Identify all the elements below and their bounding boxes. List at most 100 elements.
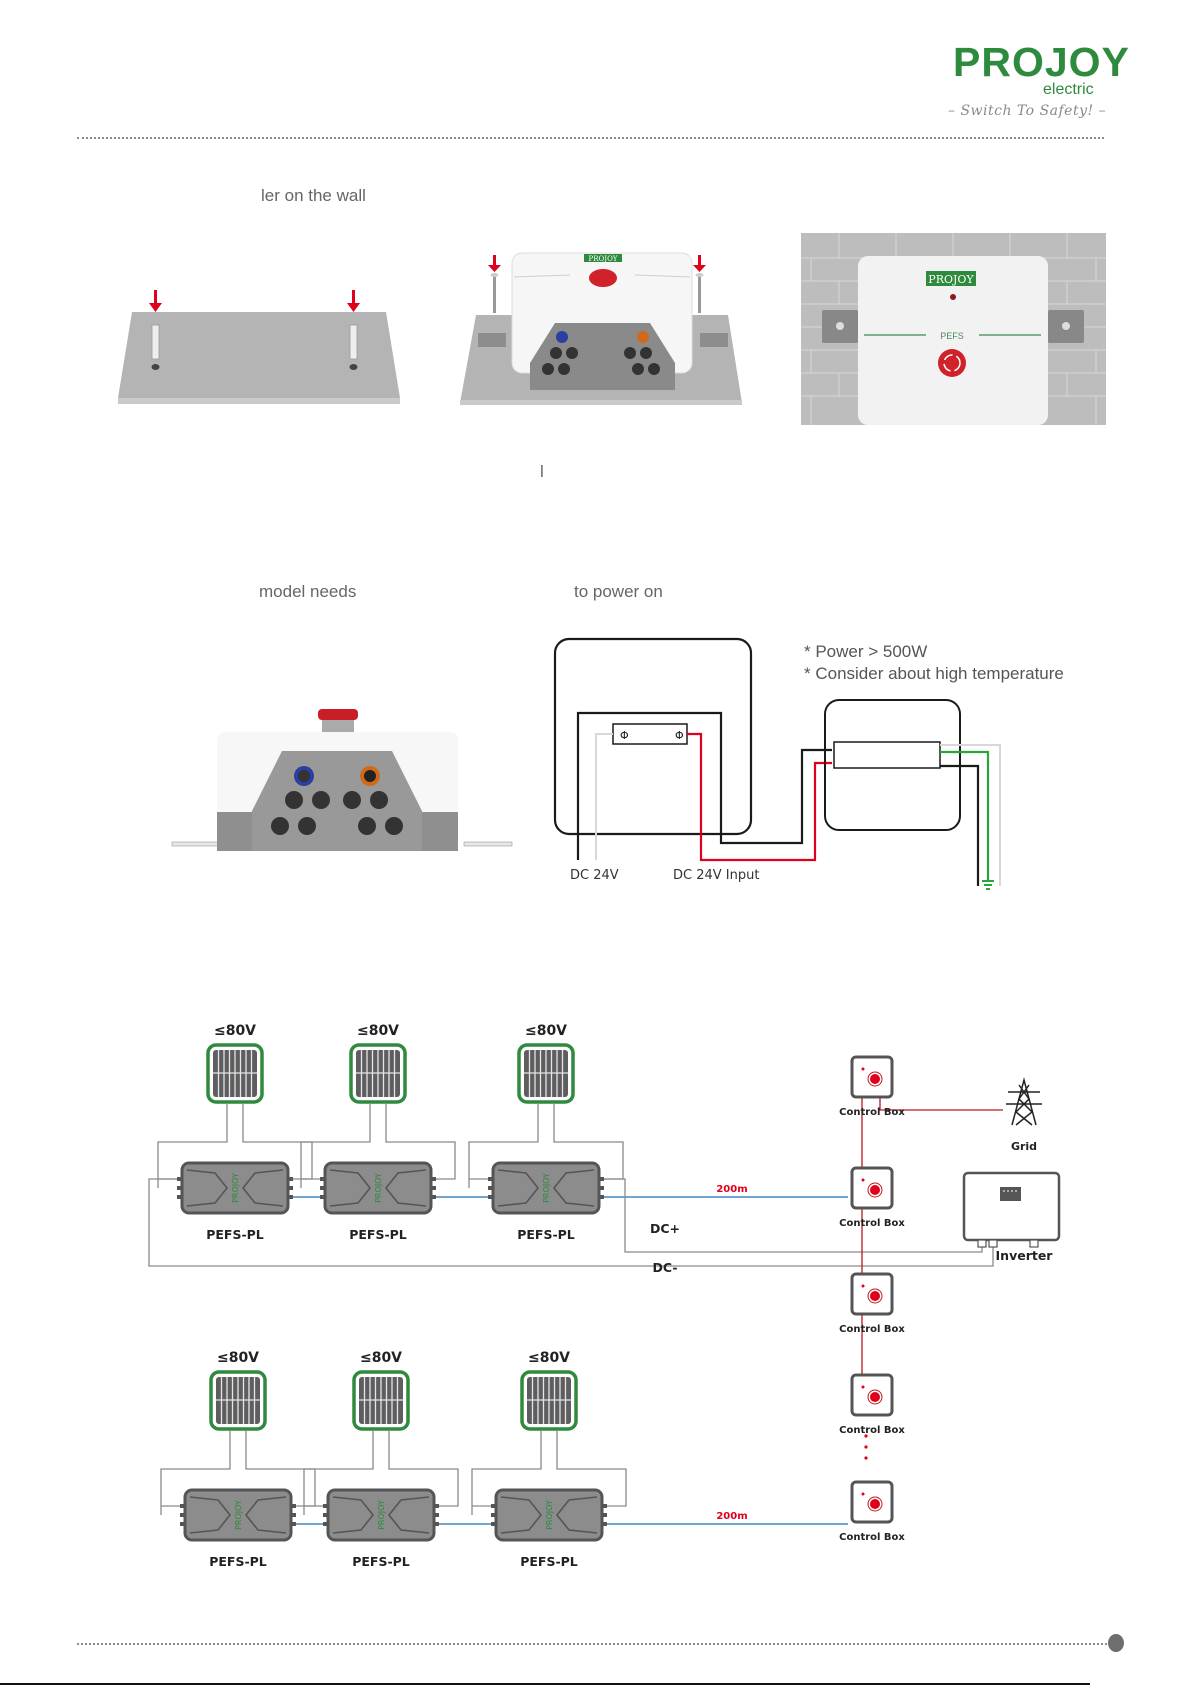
optimizer-label: PEFS-PL — [352, 1554, 410, 1569]
panel-wire — [303, 1431, 374, 1515]
panel-voltage-label: ≤80V — [217, 1350, 259, 1366]
pefs-pl-optimizer-icon: PROJOY — [177, 1161, 293, 1215]
panel-voltage-label: ≤80V — [525, 1023, 567, 1039]
optimizer-logo: PROJOY — [545, 1500, 554, 1530]
note-temperature: * Consider about high temperature — [804, 664, 1064, 683]
grid-tower-icon — [1006, 1077, 1042, 1126]
svg-text:PROJOY: PROJOY — [589, 255, 618, 263]
control-box-label: Control Box — [839, 1324, 905, 1335]
svg-text:Φ: Φ — [620, 729, 629, 742]
optimizer-label: PEFS-PL — [520, 1554, 578, 1569]
dc-minus-label: DC- — [652, 1260, 677, 1275]
solar-panel-icon — [517, 1043, 575, 1104]
optimizer-logo: PROJOY — [231, 1173, 240, 1203]
panel-wire — [471, 1431, 542, 1515]
continuation-dot — [864, 1434, 868, 1438]
header-divider — [77, 137, 1104, 139]
panel-voltage-label: ≤80V — [357, 1023, 399, 1039]
optimizer-logo: PROJOY — [377, 1500, 386, 1530]
panel-voltage-label: ≤80V — [360, 1350, 402, 1366]
section2-heading-fragment-b: to power on — [574, 582, 663, 601]
page-bottom-rule — [0, 1683, 1090, 1685]
panel-wire — [388, 1431, 459, 1507]
distance-label: 200m — [716, 1511, 747, 1522]
wire-label-dc24v: DC 24V — [570, 868, 619, 883]
dc-plus-line — [604, 1178, 983, 1253]
pefs-pl-optimizer-icon: PROJOY — [180, 1488, 296, 1542]
control-box-label: Control Box — [839, 1218, 905, 1229]
svg-text:PROJOY: PROJOY — [928, 273, 974, 286]
power-wiring-diagram: Φ Φ — [553, 637, 1001, 890]
mounting-plate-image — [118, 290, 400, 404]
svg-text:PEFS: PEFS — [940, 331, 964, 341]
wire-label-dc24v-input: DC 24V Input — [673, 868, 760, 883]
panel-wire — [468, 1104, 539, 1188]
control-box-icon — [850, 1373, 894, 1417]
svg-text:Φ: Φ — [675, 729, 684, 742]
dc-plus-label: DC+ — [650, 1221, 680, 1236]
control-box-icon — [850, 1272, 894, 1316]
panel-voltage-label: ≤80V — [528, 1350, 570, 1366]
brand-logo-wordmark: PROJOY — [953, 39, 1130, 85]
wall-plug-icon — [151, 324, 160, 370]
panel-wire — [556, 1431, 627, 1507]
distance-label: 200m — [716, 1184, 747, 1195]
panel-wire — [160, 1431, 231, 1515]
optimizer-label: PEFS-PL — [349, 1227, 407, 1242]
page-marker-dot — [1108, 1634, 1124, 1652]
continuation-dot — [864, 1445, 868, 1449]
note-power: * Power > 500W — [804, 642, 928, 661]
inverter-icon — [962, 1171, 1061, 1248]
dc-minus-line — [148, 1178, 994, 1267]
ground-icon — [982, 880, 994, 890]
pefs-pl-optimizer-icon: PROJOY — [323, 1488, 439, 1542]
continuation-dot — [864, 1456, 868, 1460]
pefs-pl-optimizer-icon: PROJOY — [488, 1161, 604, 1215]
wall-plug-icon — [349, 324, 358, 370]
optimizer-label: PEFS-PL — [206, 1227, 264, 1242]
solar-panel-icon — [349, 1043, 407, 1104]
panel-wire — [157, 1104, 228, 1188]
panel-wire — [385, 1104, 456, 1180]
control-box-label: Control Box — [839, 1107, 905, 1118]
controller-front-view-image — [171, 709, 513, 851]
control-box-label: Control Box — [839, 1425, 905, 1436]
optimizer-label: PEFS-PL — [209, 1554, 267, 1569]
brand-tagline: – Switch To Safety! – — [948, 103, 1107, 119]
power-supply-module — [833, 741, 941, 769]
emergency-stop-icon — [318, 709, 358, 720]
screw-icon — [695, 273, 704, 313]
grid-line — [879, 1097, 1003, 1111]
control-box-icon — [850, 1055, 894, 1099]
solar-panel-icon — [352, 1370, 410, 1431]
footer-divider — [77, 1643, 1107, 1645]
section1-heading-fragment: ler on the wall — [261, 186, 366, 205]
down-arrow-icon — [693, 255, 706, 272]
solar-panel-icon — [206, 1043, 264, 1104]
optimizer-logo: PROJOY — [234, 1500, 243, 1530]
status-led-icon — [950, 294, 956, 300]
control-box-icon — [850, 1480, 894, 1524]
stray-text-fragment: l — [540, 462, 544, 481]
controller-on-wall-image: PROJOY PEFS — [801, 233, 1106, 425]
pefs-pl-optimizer-icon: PROJOY — [320, 1161, 436, 1215]
controller-outline — [553, 637, 753, 836]
emergency-stop-icon — [938, 349, 966, 377]
down-arrow-icon — [488, 255, 501, 272]
solar-panel-icon — [520, 1370, 578, 1431]
optimizer-label: PEFS-PL — [517, 1227, 575, 1242]
optimizer-logo: PROJOY — [542, 1173, 551, 1203]
control-box-label: Control Box — [839, 1532, 905, 1543]
solar-panel-icon — [209, 1370, 267, 1431]
grid-label: Grid — [1011, 1140, 1037, 1153]
pefs-pl-optimizer-icon: PROJOY — [491, 1488, 607, 1542]
inverter-label: Inverter — [996, 1248, 1054, 1263]
emergency-stop-icon — [589, 269, 617, 287]
down-arrow-icon — [347, 290, 360, 312]
screw-icon — [490, 273, 499, 313]
device-logo-badge — [926, 271, 976, 286]
brand-logo-subtitle: electric — [1043, 81, 1094, 98]
panel-wire — [300, 1104, 371, 1188]
controller-on-plate-image: PROJOY — [460, 252, 742, 405]
